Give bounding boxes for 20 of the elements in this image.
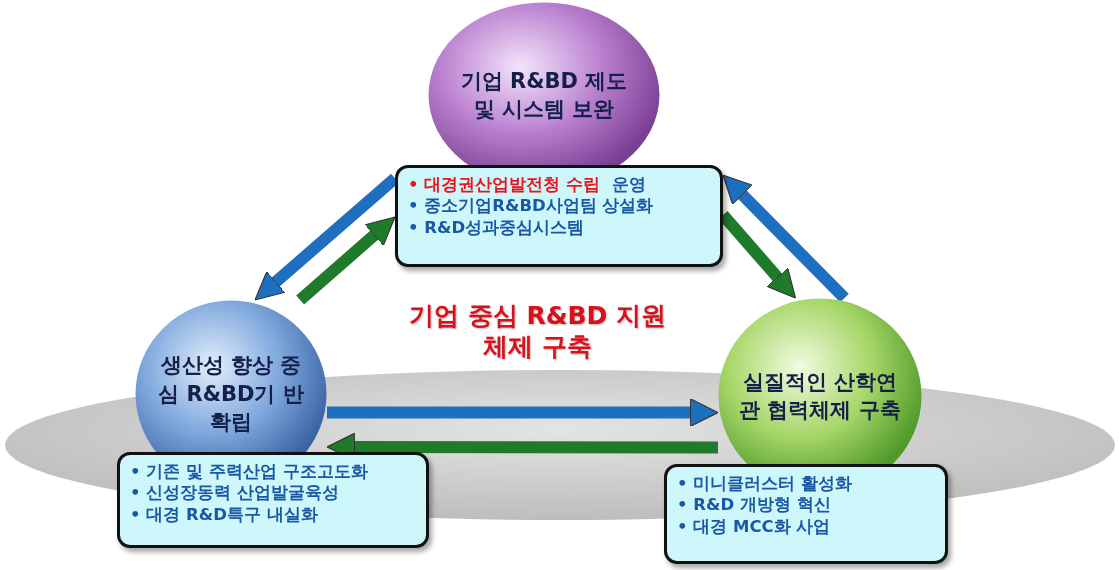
bullet-text: • 대경권산업발전청 수립: [408, 175, 601, 194]
sphere-title: 실질적인 산학연 관 협력체제 구축: [738, 368, 902, 424]
bullet-text: 운영: [612, 175, 647, 194]
arrow: [296, 216, 396, 305]
sphere-title: 생산성 향상 중심 R&BD기 반확립: [157, 352, 305, 437]
bullet-text: • 대경 R&D특구 내실화: [130, 503, 319, 526]
sphere-title: 기업 R&BD 제도 및 시스템 보완: [459, 67, 629, 123]
bullet-text: • R&D성과중심시스템: [408, 216, 586, 239]
arrow: [722, 174, 849, 303]
bullet-text: • 기존 및 주력산업 구조고도화: [130, 461, 369, 483]
bullet-text: • 중소기업R&BD사업팀 상설화: [408, 195, 655, 217]
bullet-text: • 신성장동력 산업발굴육성: [130, 482, 341, 504]
bullet-list-box: [395, 165, 723, 267]
bullet-text: • 대경 MCC화 사업: [677, 515, 832, 538]
bullet-list-box: [117, 452, 429, 548]
bullet-text: • R&D 개방형 혁신: [677, 494, 832, 516]
center-heading: 기업 중심 R&BD 지원체제 구축: [408, 300, 667, 363]
bullet-list-box: [664, 464, 948, 564]
bullet-text: • 미니클러스터 활성화: [677, 473, 854, 495]
arrow: [327, 398, 719, 427]
